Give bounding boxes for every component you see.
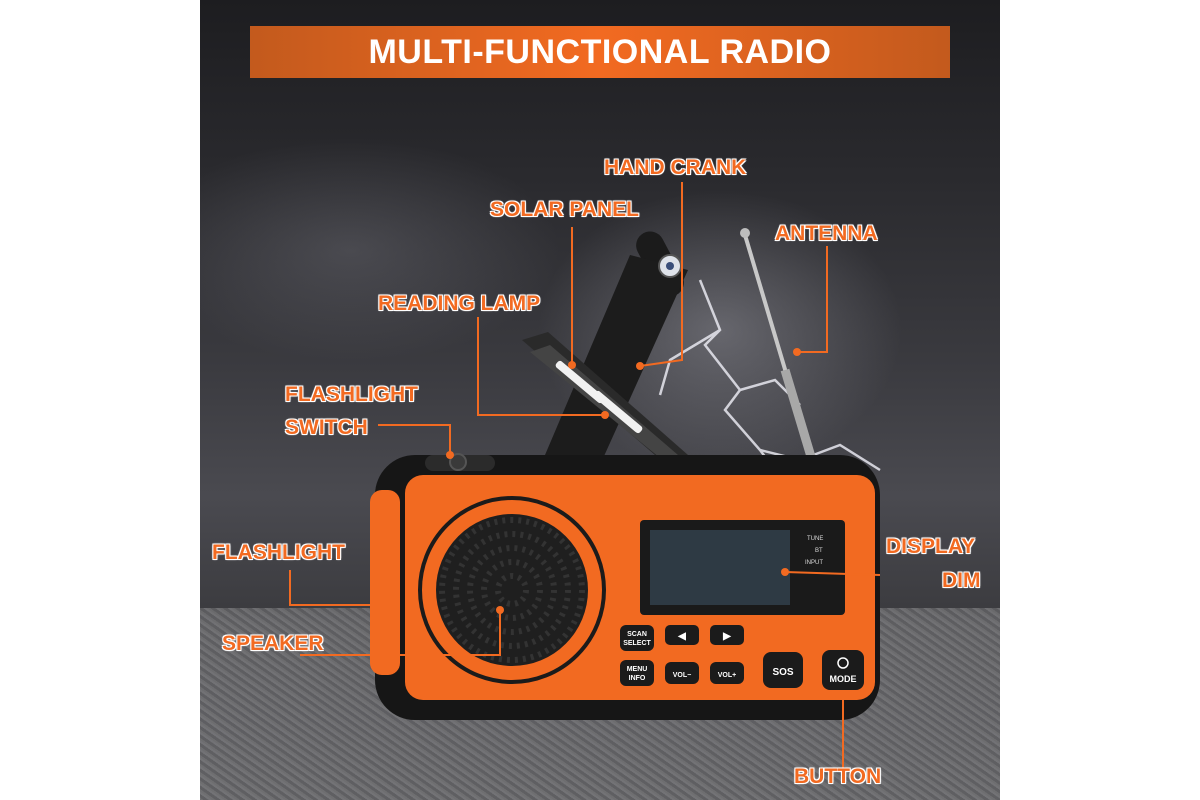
callout-flashlight: FLASHLIGHT [212, 541, 345, 564]
antenna [740, 228, 817, 462]
sos-button [763, 652, 803, 688]
mode-button [822, 650, 864, 690]
callout-speaker: SPEAKER [222, 632, 324, 655]
vol-plus-button [710, 662, 744, 684]
svg-text:INFO: INFO [629, 675, 646, 682]
callout-lines [289, 182, 881, 770]
control-buttons: SCAN SELECT ◀ ▶ MENU INFO VOL− VOL+ SOS … [620, 625, 864, 690]
callout-antenna: ANTENNA [775, 222, 878, 245]
display-panel: TUNE BT INPUT [640, 520, 845, 615]
radio-illustration: TUNE BT INPUT SCAN SELECT ◀ ▶ MENU INFO … [289, 182, 881, 770]
svg-text:SOS: SOS [772, 667, 793, 678]
vol-minus-button [665, 662, 699, 684]
speaker-grille [418, 496, 606, 684]
display-label-tune: TUNE [807, 536, 823, 542]
page-title: MULTI-FUNCTIONAL RADIO [368, 32, 832, 71]
svg-text:▶: ▶ [722, 631, 732, 642]
display-label-bt: BT [815, 548, 823, 554]
title-banner: MULTI-FUNCTIONAL RADIO [250, 26, 950, 78]
svg-text:VOL+: VOL+ [718, 672, 736, 679]
callout-flashlight-switch-line2: SWITCH [285, 416, 368, 439]
callout-dim: DIM [942, 569, 981, 592]
hand-crank [545, 231, 688, 465]
callout-hand-crank: HAND CRANK [604, 156, 747, 179]
callout-flashlight-switch-line1: FLASHLIGHT [285, 383, 418, 406]
svg-text:MODE: MODE [830, 674, 857, 684]
svg-text:MENU: MENU [627, 666, 648, 673]
callout-dots [446, 348, 801, 614]
svg-text:VOL−: VOL− [673, 672, 691, 679]
callout-display: DISPLAY [886, 535, 976, 558]
svg-text:SCAN: SCAN [627, 631, 647, 638]
callout-reading-lamp: READING LAMP [378, 292, 541, 315]
lightning-bolt [658, 279, 881, 472]
tune-right-button [710, 625, 744, 645]
solar-panel [522, 332, 688, 468]
svg-text:◀: ◀ [677, 631, 686, 642]
svg-text:SELECT: SELECT [623, 640, 651, 647]
menu-info-button [620, 660, 654, 686]
display-label-input: INPUT [805, 560, 823, 566]
callout-button: BUTTON [794, 765, 882, 788]
tune-left-button [665, 625, 699, 645]
product-photo: MULTI-FUNCTIONAL RADIO [200, 0, 1000, 800]
callout-solar-panel: SOLAR PANEL [490, 198, 639, 221]
scan-select-button [620, 625, 654, 651]
